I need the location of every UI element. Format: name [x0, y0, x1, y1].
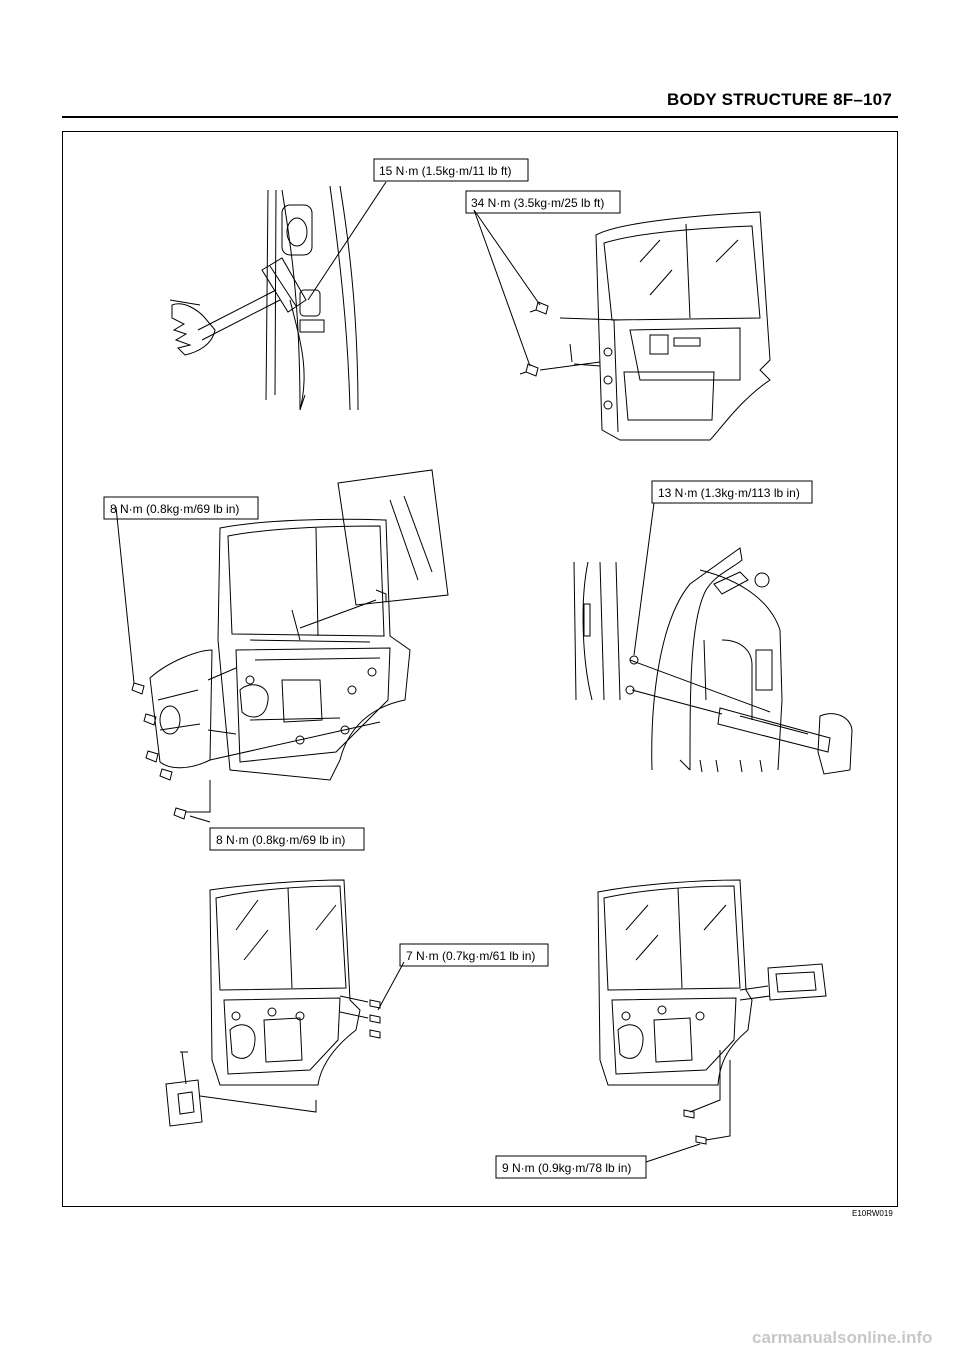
- door-check-drawing: [573, 547, 853, 775]
- door-top-drawing: [519, 211, 771, 441]
- leader-lines: [115, 181, 701, 1163]
- torque-label-hinge: 15 N·m (1.5kg·m/11 lb ft): [379, 164, 511, 178]
- torque-label-handle: 9 N·m (0.9kg·m/78 lb in): [502, 1161, 631, 1175]
- figure-code: E10RW019: [852, 1209, 893, 1218]
- footer-watermark: carmanualsonline.info: [752, 1328, 933, 1347]
- hinge-hammer-drawing: [169, 185, 359, 411]
- door-lock-drawing: [165, 879, 381, 1127]
- torque-label-lock: 7 N·m (0.7kg·m/61 lb in): [406, 949, 535, 963]
- door-exploded-drawing: [131, 469, 449, 820]
- torque-label-door-bolts: 34 N·m (3.5kg·m/25 lb ft): [471, 196, 604, 210]
- page-title: BODY STRUCTURE 8F–107: [667, 90, 892, 109]
- torque-label-door-check: 13 N·m (1.3kg·m/113 lb in): [658, 486, 800, 500]
- page-header: BODY STRUCTURE 8F–107: [62, 88, 898, 118]
- torque-label-boxes: [103, 158, 813, 1179]
- torque-label-regulator-lower: 8 N·m (0.8kg·m/69 lb in): [216, 833, 345, 847]
- torque-label-regulator-upper: 8 N·m (0.8kg·m/69 lb in): [110, 502, 239, 516]
- door-handle-drawing: [597, 879, 827, 1145]
- figure-frame: [62, 131, 898, 1207]
